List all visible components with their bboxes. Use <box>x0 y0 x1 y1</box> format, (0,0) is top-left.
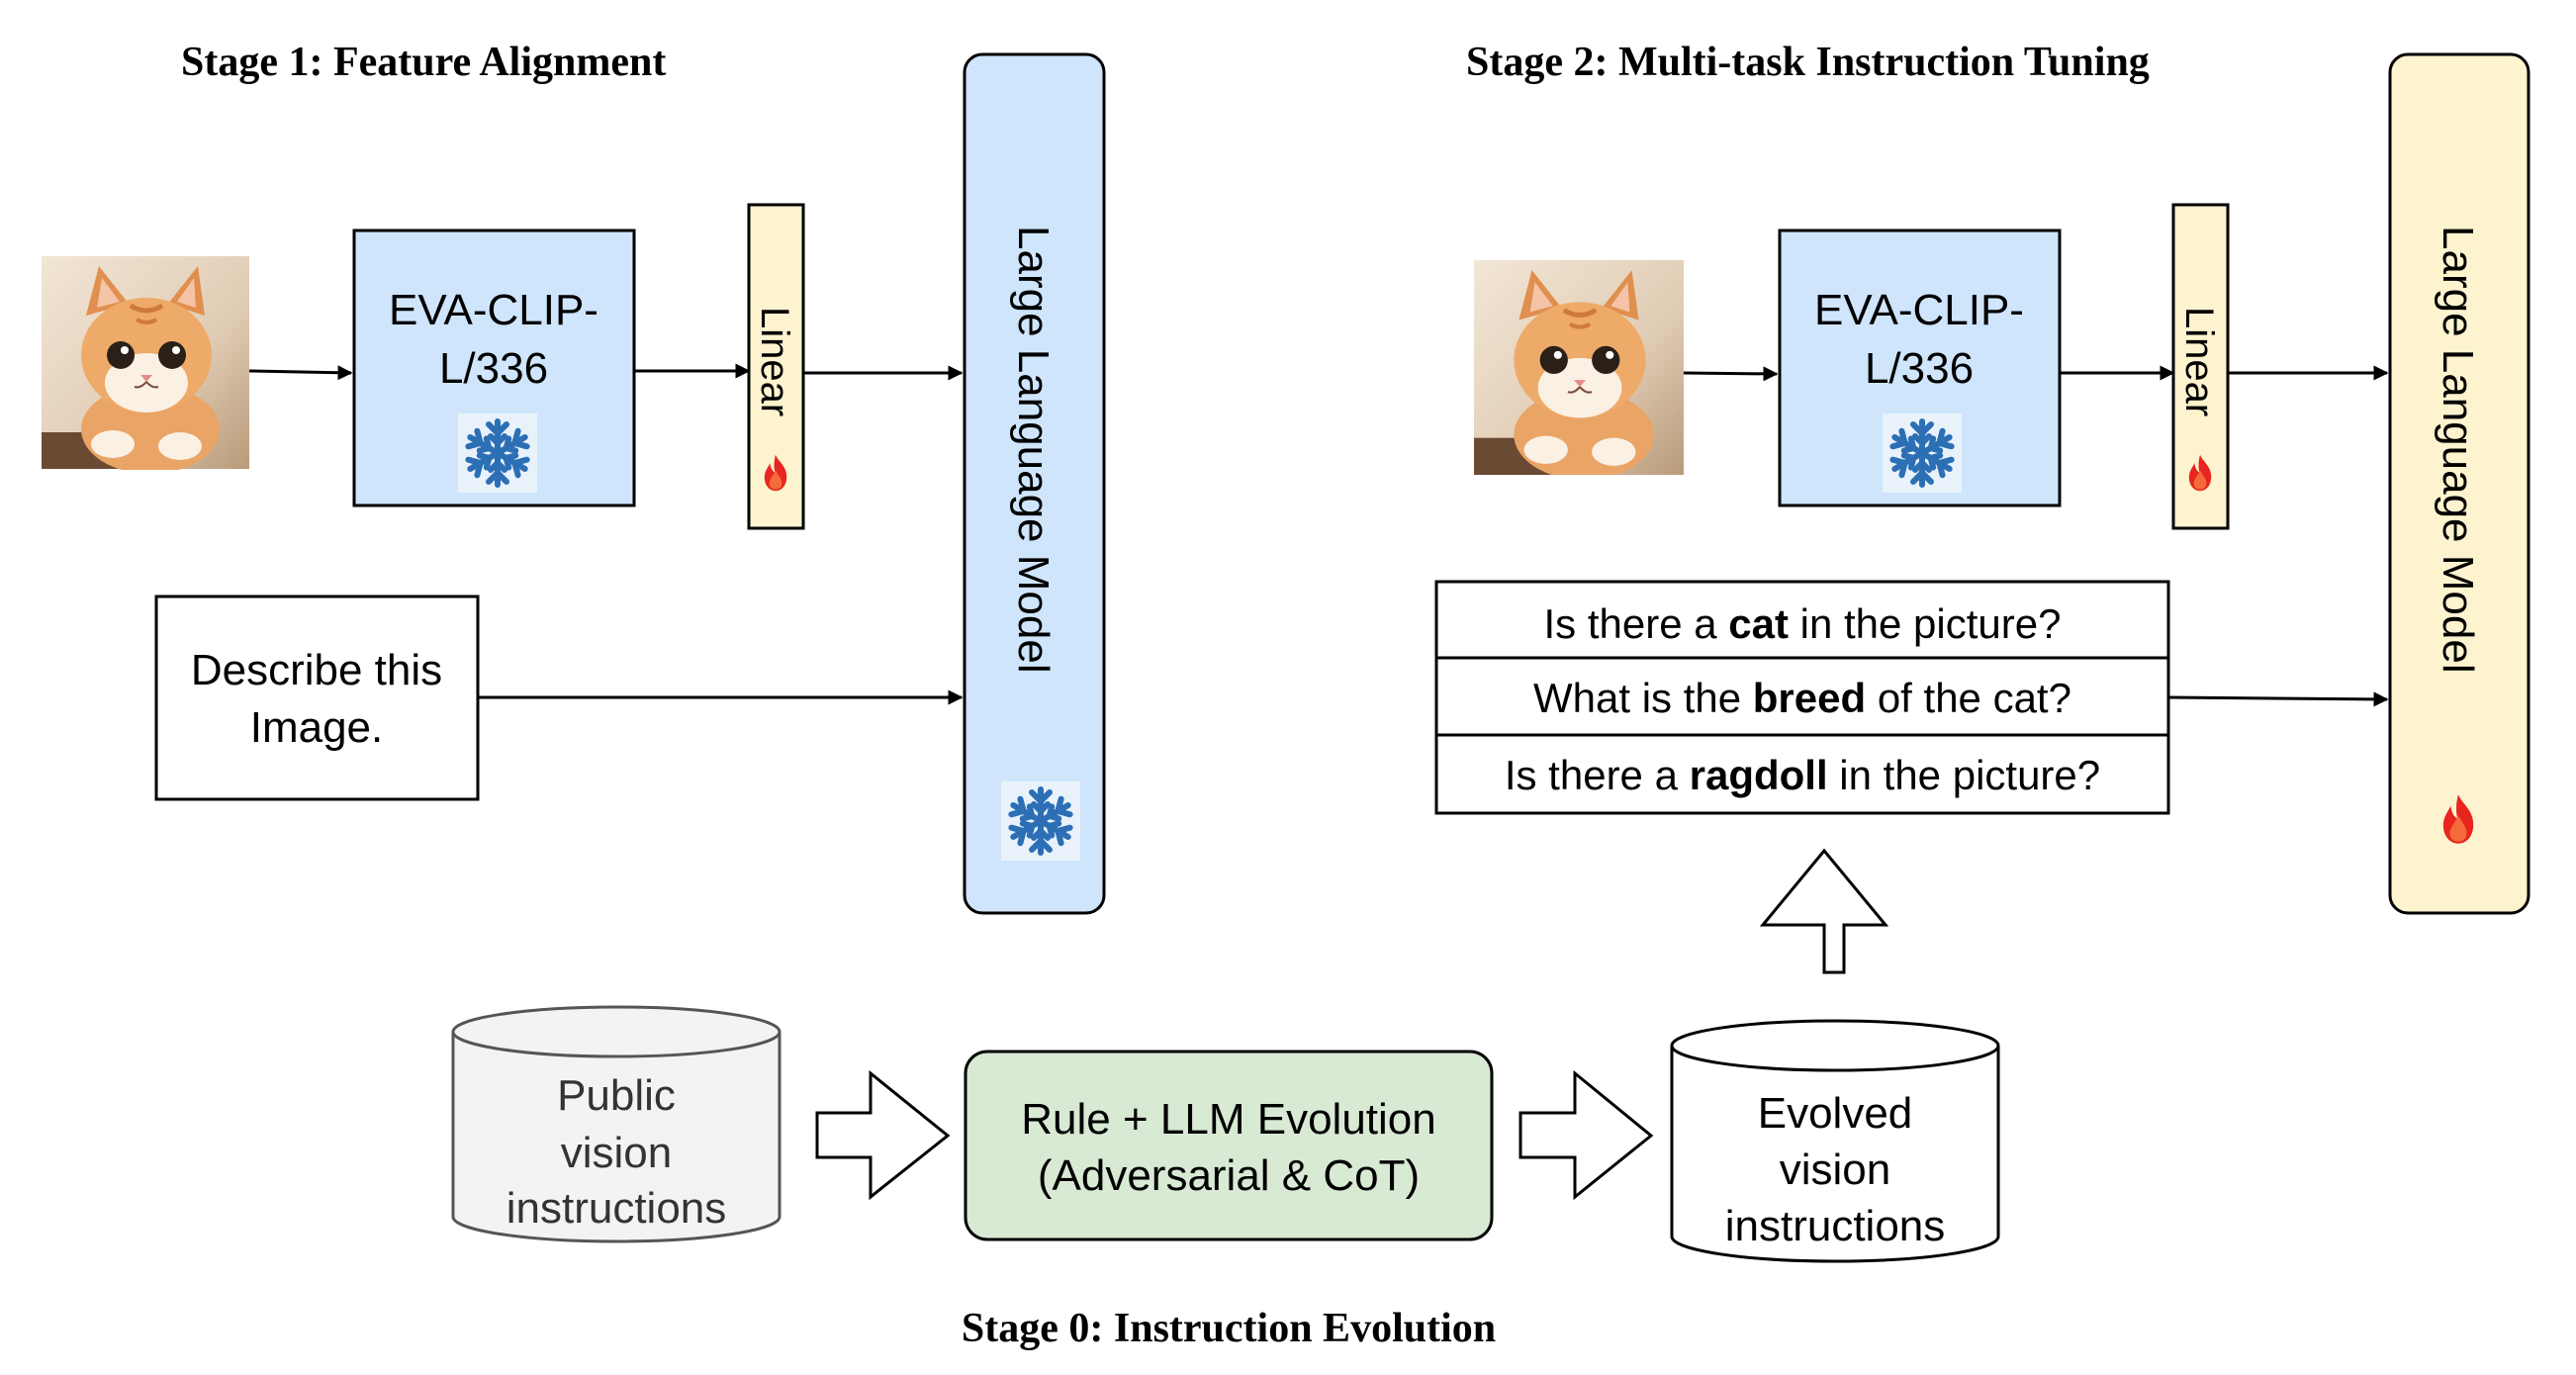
stage1-prompt-line1: Describe this <box>191 646 442 694</box>
evolved-line3: instructions <box>1725 1202 1946 1250</box>
arrow-table-to-llm <box>2167 691 2389 707</box>
stage1-text-prompt: Describe this Image. <box>154 595 480 801</box>
hollow-right-arrow <box>815 1069 951 1201</box>
evolved-instructions-database: Evolved vision instructions <box>1670 1019 2000 1263</box>
table-row: Is there a ragdoll in the picture? <box>1505 752 2100 798</box>
stage1-prompt-line2: Image. <box>250 703 384 752</box>
stage1-input-image <box>42 256 249 474</box>
stage1-encoder-label-line2: L/336 <box>439 344 548 393</box>
public-line1: Public <box>557 1071 676 1120</box>
stage2-llm-label: Large Language Model <box>2434 226 2482 674</box>
stage2-input-image <box>1474 260 1684 480</box>
stage1-llm: Large Language Model <box>963 52 1106 915</box>
public-line2: vision <box>561 1129 673 1177</box>
stage2-linear-label: Linear <box>2177 307 2221 416</box>
stage1-encoder-label-line1: EVA-CLIP- <box>389 286 598 334</box>
stage1-vision-encoder: EVA-CLIP- L/336 <box>352 229 636 507</box>
public-line3: instructions <box>506 1184 727 1233</box>
arrow-image-to-encoder <box>1683 366 1779 382</box>
evolved-line2: vision <box>1780 1146 1891 1194</box>
stage2-title: Stage 2: Multi-task Instruction Tuning <box>1466 40 2150 85</box>
hollow-up-arrow <box>1759 848 1889 974</box>
table-row: What is the breed of the cat? <box>1533 675 2071 721</box>
stage2-instruction-table: Is there a cat in the picture? What is t… <box>1434 580 2170 815</box>
evolution-process-box: Rule + LLM Evolution (Adversarial & CoT) <box>964 1050 1494 1241</box>
table-row: Is there a cat in the picture? <box>1544 600 2062 647</box>
snowflake-icon <box>458 413 537 493</box>
stage2-vision-encoder: EVA-CLIP- L/336 <box>1778 229 2062 507</box>
stage2-encoder-label-line2: L/336 <box>1865 344 1974 393</box>
snowflake-icon <box>1001 781 1080 861</box>
stage1-linear-projector: Linear <box>747 203 805 530</box>
stage1-llm-label: Large Language Model <box>1009 226 1058 674</box>
stage2-linear-projector: Linear <box>2171 203 2230 530</box>
stage2-encoder-label-line1: EVA-CLIP- <box>1814 286 2024 334</box>
hollow-right-arrow <box>1518 1069 1654 1201</box>
stage1-linear-label: Linear <box>753 307 796 416</box>
arrow-image-to-encoder <box>248 365 353 381</box>
evolution-line2: (Adversarial & CoT) <box>1038 1151 1420 1200</box>
snowflake-icon <box>1883 413 1962 493</box>
stage0-title: Stage 0: Instruction Evolution <box>962 1306 1496 1351</box>
public-instructions-database: Public vision instructions <box>451 1005 782 1243</box>
evolved-line1: Evolved <box>1758 1089 1913 1138</box>
stage2-llm: Large Language Model <box>2388 52 2530 915</box>
stage1-title: Stage 1: Feature Alignment <box>181 40 666 85</box>
evolution-line1: Rule + LLM Evolution <box>1021 1095 1435 1144</box>
